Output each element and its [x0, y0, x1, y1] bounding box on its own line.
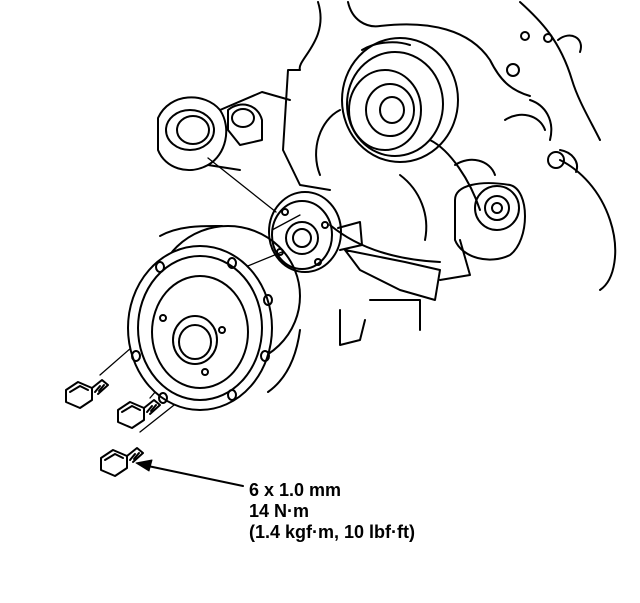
water-pump-flange [268, 191, 363, 273]
tensioner-assembly [439, 182, 526, 281]
torque-alt-label: (1.4 kgf·m, 10 lbf·ft) [249, 522, 416, 542]
callout-arrow [135, 459, 244, 487]
bolt-1 [65, 379, 109, 409]
engine-block [282, 1, 617, 346]
torque-spec-callout: 6 x 1.0 mm 14 N·m (1.4 kgf·m, 10 lbf·ft) [249, 480, 415, 543]
water-pump-pulley [127, 224, 301, 411]
engine-mount-boss [157, 91, 291, 171]
bolt-size-label: 6 x 1.0 mm [249, 480, 342, 500]
bolt-2 [117, 399, 161, 429]
bolt-3 [100, 447, 144, 477]
idler-pulley [341, 37, 459, 163]
torque-nm-label: 14 N·m [249, 501, 310, 521]
